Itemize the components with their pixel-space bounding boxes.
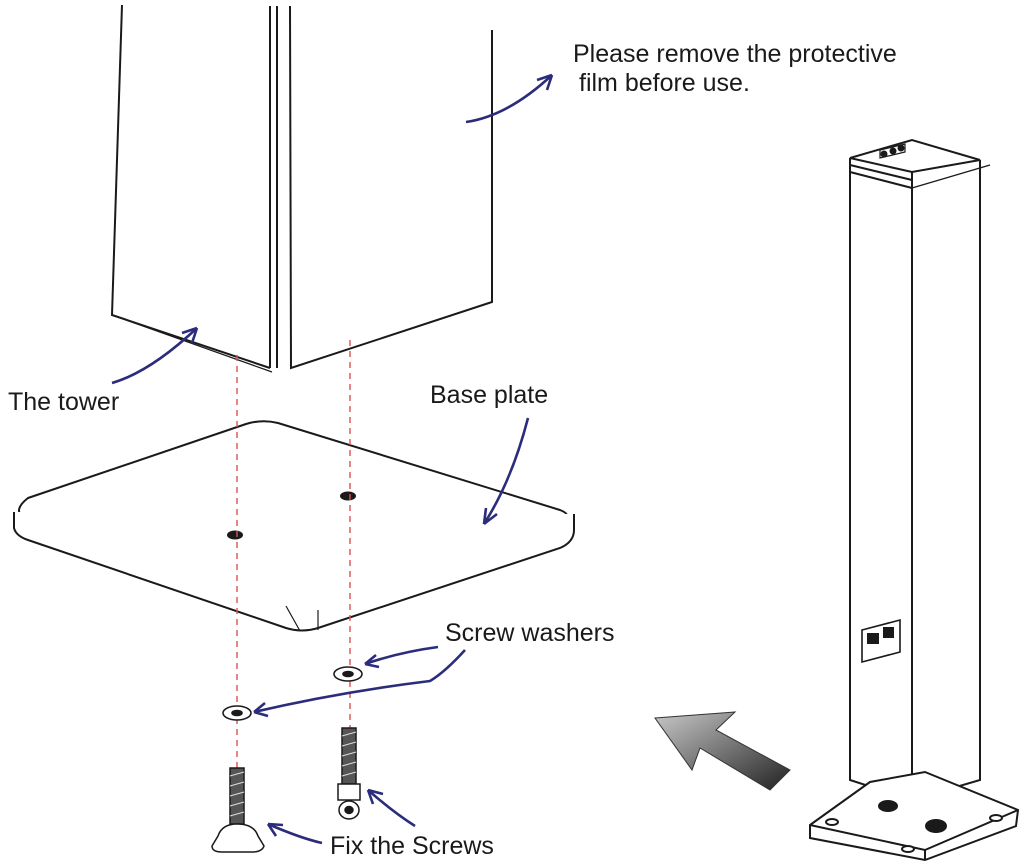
fix-screws-label: Fix the Screws [330, 832, 494, 860]
tower-label: The tower [8, 388, 120, 416]
base-plate-pointer-arrow [482, 417, 530, 525]
washer-pointer-arrow [253, 649, 466, 714]
screw-left [211, 767, 265, 853]
screw-pointer-arrow [267, 822, 323, 845]
tower-closeup [110, 4, 493, 373]
screw-right [337, 727, 361, 820]
screw-washer [222, 705, 252, 721]
protective-film-note-line2: film before use. [579, 69, 750, 97]
film-pointer-arrow [465, 74, 553, 124]
base-plate-hole [340, 491, 356, 501]
screw-washer [333, 666, 363, 682]
washer-pointer-arrow [364, 645, 439, 666]
pointer-arrows [111, 73, 554, 845]
protective-film-note-line1: Please remove the protective [573, 40, 897, 68]
base-plate-hole [227, 530, 243, 540]
screw-washers-label: Screw washers [445, 619, 615, 647]
protective-film-note: Please remove the protective film before… [573, 40, 897, 98]
tower-pointer-arrow [111, 327, 198, 385]
base-plate-label: Base plate [430, 381, 549, 409]
base-plate [13, 420, 575, 632]
direction-arrow [654, 711, 791, 791]
assembled-tower [809, 138, 1020, 862]
screw-pointer-arrow [367, 789, 416, 828]
